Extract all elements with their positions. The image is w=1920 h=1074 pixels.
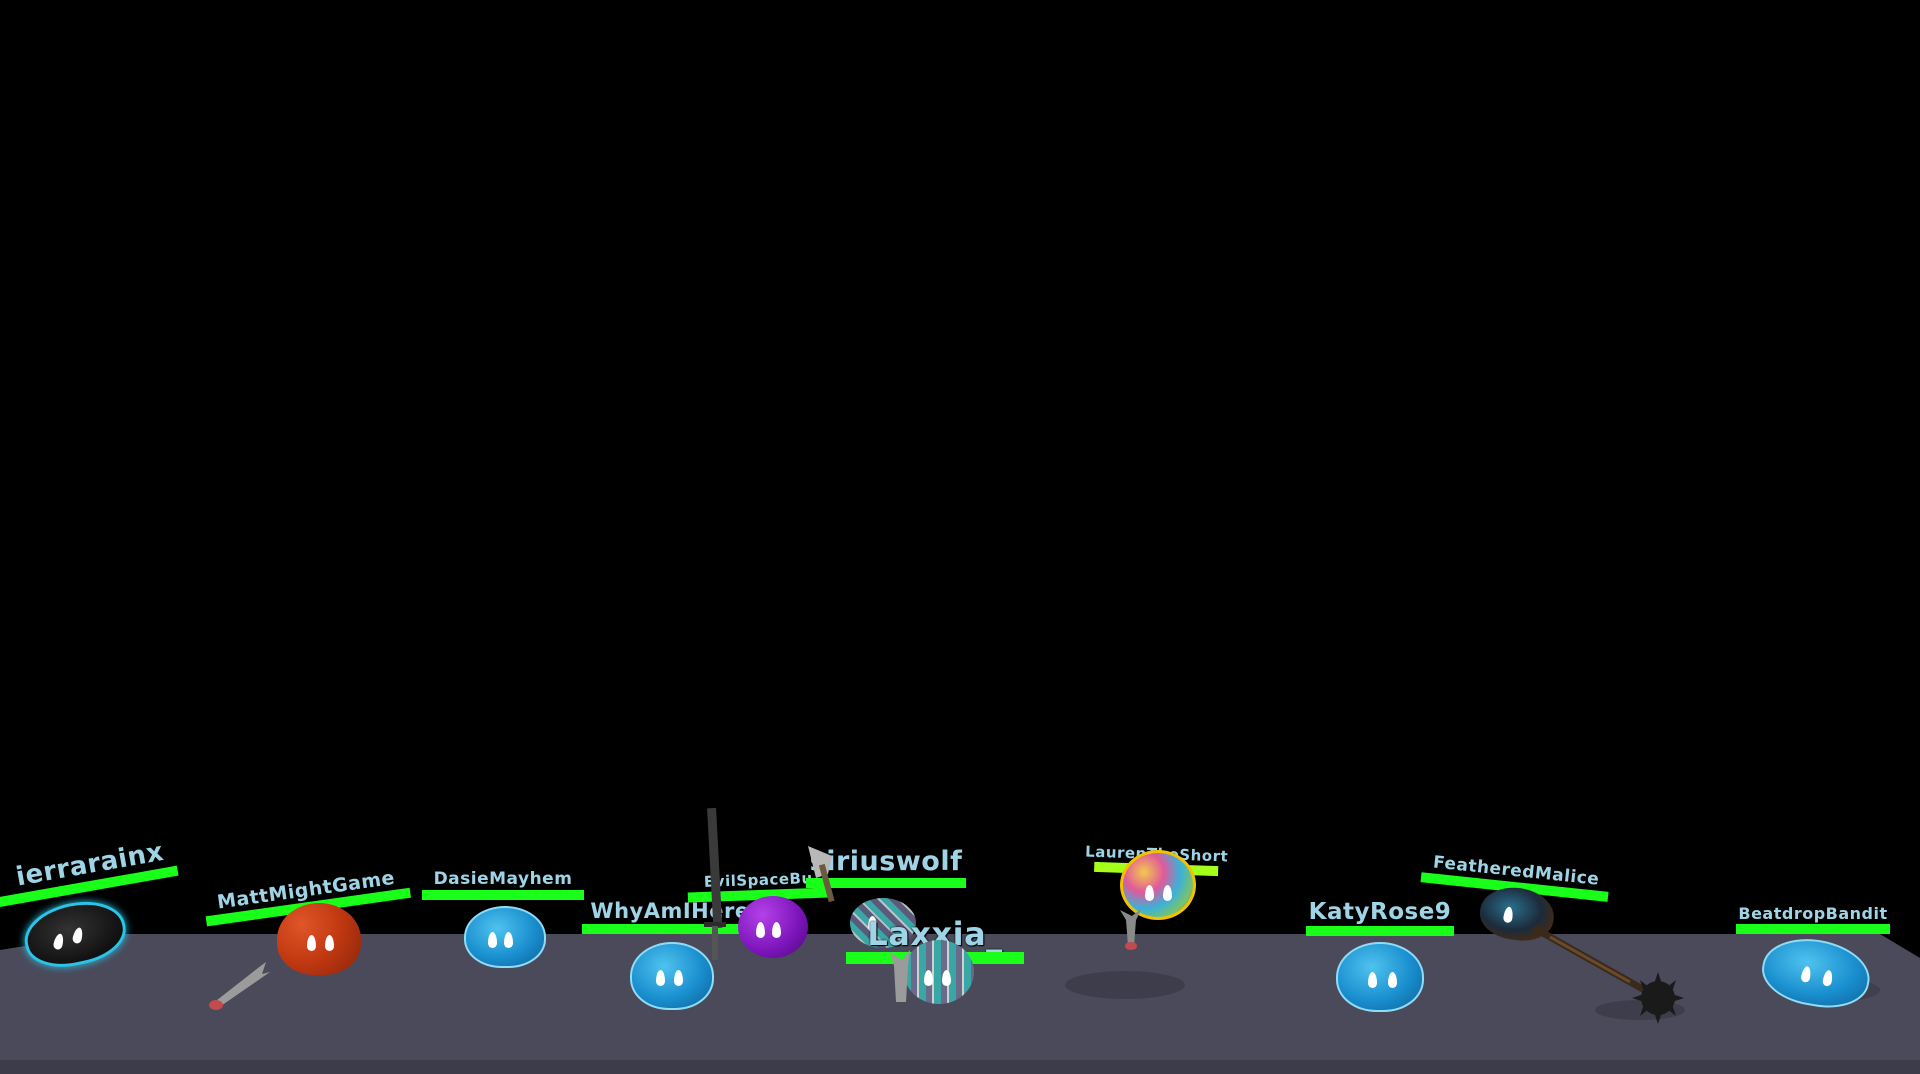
- axe-weapon: [808, 846, 835, 903]
- slime-eye: [1502, 906, 1514, 924]
- health-bar: [1736, 924, 1890, 934]
- sword-weapon: [704, 807, 726, 960]
- slime-eye: [756, 922, 765, 938]
- player-slime: [738, 896, 808, 958]
- fish-weapon: [209, 962, 270, 1010]
- player-slime: [904, 940, 974, 1004]
- health-bar: [1306, 926, 1454, 936]
- player-nametag: KatyRose9: [1306, 898, 1454, 936]
- slime-eye: [488, 932, 497, 948]
- shadow: [1065, 971, 1185, 999]
- player-nametag: BeatdropBandit: [1736, 902, 1890, 934]
- slime-eye: [1145, 885, 1154, 901]
- slime-eye: [71, 926, 85, 945]
- player-nametag: siriuswolf: [806, 846, 966, 888]
- player-nametag: DasieMayhem: [422, 869, 584, 900]
- slime-eye: [52, 932, 65, 951]
- slime-eye: [1368, 972, 1377, 988]
- slime-eye: [942, 970, 951, 986]
- health-bar: [806, 878, 966, 888]
- slime-eye: [674, 970, 683, 986]
- fish-weapon: [1120, 908, 1142, 950]
- floor-front-edge: [0, 1060, 1920, 1074]
- slime-eye: [868, 916, 877, 932]
- player-nametag: WhyAmIHere: [582, 896, 758, 934]
- health-bar: [422, 890, 584, 900]
- player-slime: [1336, 942, 1424, 1012]
- player-name: BeatdropBandit: [1738, 904, 1888, 923]
- slime-eye: [1821, 969, 1834, 987]
- mace-weapon: [1532, 924, 1684, 1024]
- player-slime: [630, 942, 714, 1010]
- player-name: siriuswolf: [809, 846, 963, 877]
- player-slime: [1120, 850, 1196, 920]
- slime-eye: [504, 932, 513, 948]
- slime-eye: [1800, 965, 1812, 983]
- slime-eye: [924, 970, 933, 986]
- player-name: DasieMayhem: [433, 869, 573, 889]
- player-name: KatyRose9: [1308, 899, 1452, 925]
- fish-weapon: [890, 950, 910, 1002]
- slime-eye: [656, 970, 665, 986]
- player-name: WhyAmIHere: [590, 899, 750, 923]
- health-bar: [582, 924, 758, 934]
- player-slime: [850, 898, 916, 948]
- floor-surface: [0, 934, 1920, 1074]
- slime-eye: [325, 935, 334, 951]
- player-slime: [277, 903, 361, 975]
- slime-eye: [1388, 972, 1397, 988]
- player-slime: [464, 906, 546, 968]
- slime-eye: [307, 935, 316, 951]
- slime-eye: [1163, 885, 1172, 901]
- slime-eye: [772, 922, 781, 938]
